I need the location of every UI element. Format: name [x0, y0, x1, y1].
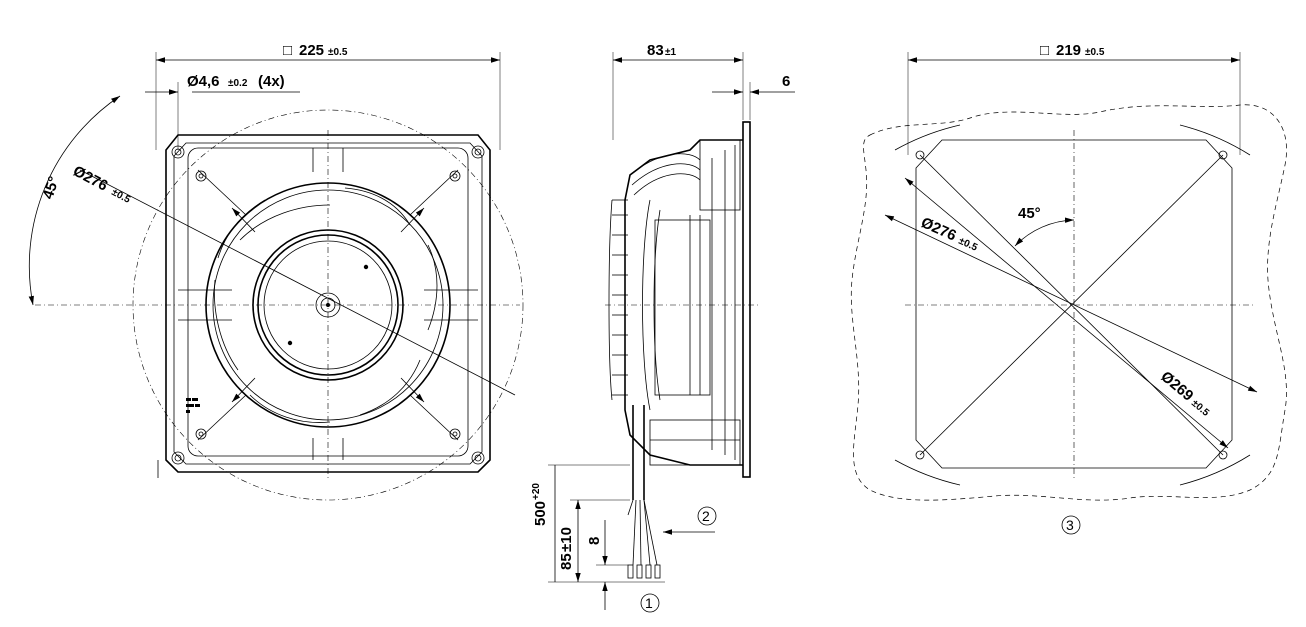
flange-dimension: 6 [712, 73, 795, 120]
cable-length-value: 500 [532, 501, 549, 526]
depth-value: 83 [647, 42, 664, 59]
flange-value: 6 [782, 73, 790, 90]
callout-2: 2 [663, 506, 717, 535]
strip-length-dimension: 85 ±10 [558, 499, 630, 582]
mounting-plate-outline [850, 104, 1287, 501]
callout-1-label: 1 [645, 595, 653, 611]
diameter-value: Ø276 [70, 163, 110, 195]
width-value: 225 [299, 42, 324, 59]
width-tolerance: ±0.5 [328, 47, 348, 58]
strip-length-tolerance: ±10 [558, 527, 575, 552]
width-square-symbol: □ [283, 42, 292, 59]
cable-length-tolerance: +20 [531, 483, 542, 500]
cutout-angle-label: 45° [1018, 205, 1041, 222]
end-length-value: 8 [586, 537, 603, 545]
hole-dimension: Ø4,6 ±0.2 (4x) [145, 73, 300, 150]
side-view: 83 ±1 6 [531, 42, 795, 613]
cable-length-dimension: 500 +20 [531, 464, 665, 583]
type-plate-mark [186, 398, 200, 413]
cutout-width-dimension: □ 219 ±0.5 [907, 42, 1241, 155]
mounting-holes [171, 145, 485, 465]
cutout-diameter1-value: Ø276 [918, 214, 958, 244]
diameter-tolerance: ±0.5 [110, 187, 133, 206]
depth-tolerance: ±1 [665, 47, 676, 58]
angle-label: 45° [40, 174, 63, 201]
callout-3: 3 [1061, 515, 1081, 535]
cutout-square-symbol: □ [1040, 42, 1049, 59]
callout-2-label: 2 [702, 508, 710, 524]
motor-fins [608, 199, 628, 401]
cutout-width-value: 219 [1056, 42, 1081, 59]
cutout-width-tolerance: ±0.5 [1085, 47, 1105, 58]
angle-dimension: 45° [28, 95, 121, 306]
diameter-dimension: Ø276 ±0.5 [70, 163, 516, 396]
hole-diameter-value: Ø4,6 [187, 73, 220, 90]
hole-count: (4x) [258, 73, 285, 90]
callout-3-label: 3 [1066, 517, 1074, 533]
cutout-diameter2-tolerance: ±0.5 [1189, 398, 1211, 419]
impeller [205, 182, 451, 428]
cable [627, 405, 661, 579]
cutout-diameter2-value: Ø269 [1157, 368, 1196, 405]
width-dimension: □ 225 ±0.5 [155, 42, 501, 150]
strip-length-value: 85 [558, 553, 575, 570]
front-view: □ 225 ±0.5 Ø4,6 ±0.2 (4x) 45° Ø276 ±0.5 [28, 42, 524, 501]
cutout-view: □ 219 ±0.5 45° Ø276 ±0.5 Ø269 [850, 42, 1287, 535]
end-length-dimension: 8 [586, 520, 628, 610]
callout-1: 1 [640, 593, 660, 613]
depth-dimension: 83 ±1 [612, 42, 744, 140]
hole-tolerance: ±0.2 [228, 78, 248, 89]
